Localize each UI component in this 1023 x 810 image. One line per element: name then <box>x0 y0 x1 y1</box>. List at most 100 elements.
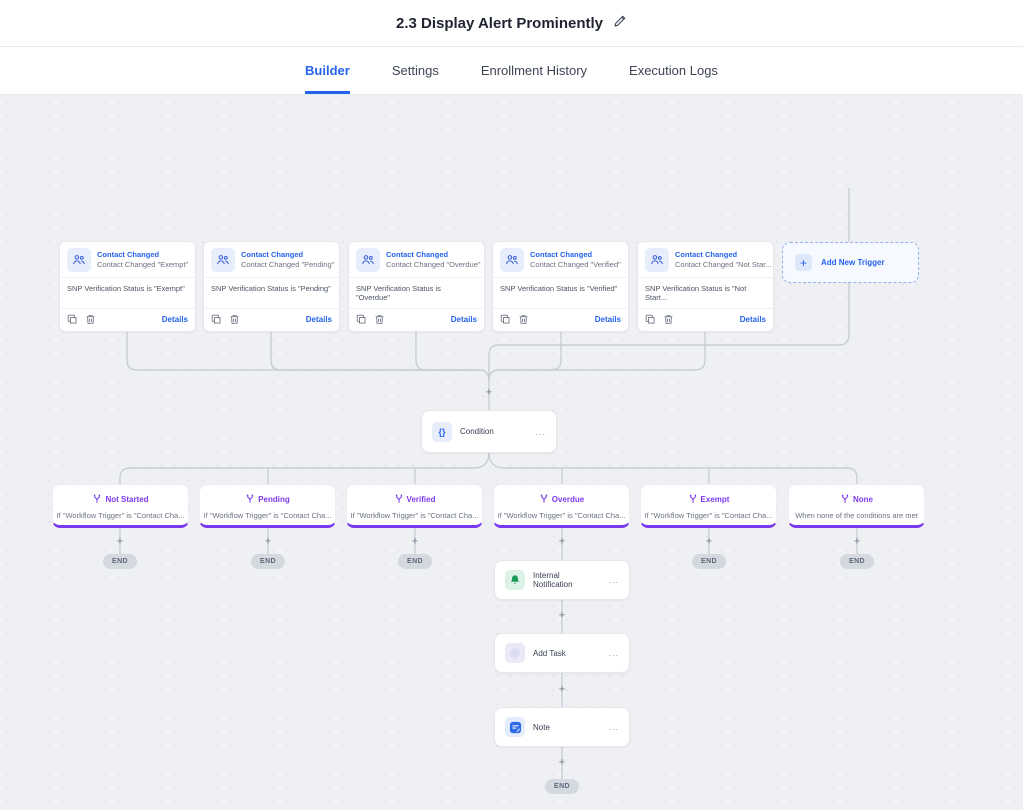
branch-label: Not Started <box>105 495 149 504</box>
trigger-title: Contact Changed <box>97 250 160 260</box>
trigger-footer: Details <box>60 308 195 331</box>
header: 2.3 Display Alert Prominently <box>0 0 1023 47</box>
trigger-subtitle: Contact Changed "Pending" <box>241 260 335 270</box>
tab-enrollment-history[interactable]: Enrollment History <box>480 63 588 78</box>
details-link[interactable]: Details <box>739 315 766 324</box>
trigger-footer: Details <box>349 308 484 331</box>
edit-title-button[interactable] <box>613 14 627 33</box>
trigger-subtitle: Contact Changed "Not Star... <box>675 260 772 270</box>
branch-card-verified[interactable]: Verified If "Workflow Trigger" is "Conta… <box>346 484 483 528</box>
node-menu-ellipsis[interactable]: ... <box>608 722 619 732</box>
workflow-canvas[interactable]: Contact Changed Contact Changed "Exempt"… <box>0 95 1023 810</box>
node-menu-ellipsis[interactable]: ... <box>608 648 619 658</box>
insert-action-plus[interactable]: + <box>558 756 566 769</box>
trigger-condition: SNP Verification Status is "Verified" <box>500 284 618 293</box>
trigger-condition: SNP Verification Status is "Not Start... <box>645 284 747 302</box>
insert-action-plus[interactable]: + <box>558 609 566 622</box>
braces-icon: {} <box>432 421 452 442</box>
branch-description: If "Workflow Trigger" is "Contact Cha... <box>56 510 185 520</box>
end-pill: END <box>251 554 285 569</box>
copy-icon[interactable] <box>645 314 656 325</box>
trigger-condition: SNP Verification Status is "Overdue" <box>356 284 441 302</box>
branch-label: Exempt <box>700 495 730 504</box>
copy-icon[interactable] <box>356 314 367 325</box>
branch-icon <box>245 491 255 509</box>
branch-icon <box>394 491 404 509</box>
details-link[interactable]: Details <box>450 315 477 324</box>
trash-icon[interactable] <box>229 314 240 325</box>
trigger-head: Contact Changed Contact Changed "Overdue… <box>349 242 484 278</box>
contacts-icon <box>356 248 380 272</box>
details-link[interactable]: Details <box>161 315 188 324</box>
tab-execution-logs[interactable]: Execution Logs <box>629 63 718 78</box>
branch-card-none[interactable]: None When none of the conditions are met <box>788 484 925 528</box>
condition-label: Condition <box>460 427 494 436</box>
details-link[interactable]: Details <box>594 315 621 324</box>
end-pill: END <box>398 554 432 569</box>
copy-icon[interactable] <box>500 314 511 325</box>
action-label: Note <box>533 722 550 732</box>
trigger-head: Contact Changed Contact Changed "Pending… <box>204 242 339 278</box>
add-new-trigger-button[interactable]: + Add New Trigger <box>782 242 919 283</box>
branch-card-exempt[interactable]: Exempt If "Workflow Trigger" is "Contact… <box>640 484 777 528</box>
end-pill: END <box>545 779 579 794</box>
trash-icon[interactable] <box>518 314 529 325</box>
branch-card-overdue[interactable]: Overdue If "Workflow Trigger" is "Contac… <box>493 484 630 528</box>
contacts-icon <box>500 248 524 272</box>
trigger-card-verified[interactable]: Contact Changed Contact Changed "Verifie… <box>492 241 629 332</box>
action-node-internal-notification[interactable]: Internal Notification ... <box>494 560 630 600</box>
trash-icon[interactable] <box>663 314 674 325</box>
insert-action-plus[interactable]: + <box>853 535 861 548</box>
insert-action-plus[interactable]: + <box>116 535 124 548</box>
details-link[interactable]: Details <box>305 315 332 324</box>
trigger-footer: Details <box>204 308 339 331</box>
trash-icon[interactable] <box>85 314 96 325</box>
trigger-card-overdue[interactable]: Contact Changed Contact Changed "Overdue… <box>348 241 485 332</box>
trigger-head: Contact Changed Contact Changed "Exempt" <box>60 242 195 278</box>
trigger-subtitle: Contact Changed "Exempt" <box>97 260 189 270</box>
action-node-add-task[interactable]: Add Task ... <box>494 633 630 673</box>
contacts-icon <box>645 248 669 272</box>
plus-icon: + <box>795 254 812 271</box>
trigger-subtitle: Contact Changed "Verified" <box>530 260 621 270</box>
end-pill: END <box>692 554 726 569</box>
branch-card-not-started[interactable]: Not Started If "Workflow Trigger" is "Co… <box>52 484 189 528</box>
trigger-condition: SNP Verification Status is "Exempt" <box>67 284 185 293</box>
add-trigger-label: Add New Trigger <box>821 258 885 267</box>
branch-description: If "Workflow Trigger" is "Contact Cha... <box>203 510 332 520</box>
branch-description: When none of the conditions are met <box>795 510 918 520</box>
condition-node[interactable]: {} Condition ... <box>421 410 557 453</box>
action-label: Internal Notification <box>533 571 573 589</box>
trigger-title: Contact Changed <box>530 250 593 260</box>
insert-action-plus[interactable]: + <box>485 386 493 399</box>
end-pill: END <box>840 554 874 569</box>
copy-icon[interactable] <box>211 314 222 325</box>
branch-card-pending[interactable]: Pending If "Workflow Trigger" is "Contac… <box>199 484 336 528</box>
trigger-card-exempt[interactable]: Contact Changed Contact Changed "Exempt"… <box>59 241 196 332</box>
branch-description: If "Workflow Trigger" is "Contact Cha... <box>497 510 626 520</box>
tab-builder[interactable]: Builder <box>305 47 350 94</box>
action-node-note[interactable]: Note ... <box>494 707 630 747</box>
trigger-title: Contact Changed <box>386 250 449 260</box>
tab-bar: Builder Settings Enrollment History Exec… <box>0 47 1023 95</box>
insert-action-plus[interactable]: + <box>558 535 566 548</box>
trigger-footer: Details <box>638 308 773 331</box>
branch-label: None <box>853 495 873 504</box>
trash-icon[interactable] <box>374 314 385 325</box>
insert-action-plus[interactable]: + <box>705 535 713 548</box>
node-menu-ellipsis[interactable]: ... <box>535 426 546 437</box>
branch-icon <box>840 491 850 509</box>
note-icon <box>505 717 525 737</box>
copy-icon[interactable] <box>67 314 78 325</box>
insert-action-plus[interactable]: + <box>558 683 566 696</box>
trigger-card-pending[interactable]: Contact Changed Contact Changed "Pending… <box>203 241 340 332</box>
tab-settings[interactable]: Settings <box>391 63 439 78</box>
trigger-card-not-started[interactable]: Contact Changed Contact Changed "Not Sta… <box>637 241 774 332</box>
insert-action-plus[interactable]: + <box>411 535 419 548</box>
trigger-title: Contact Changed <box>675 250 738 260</box>
insert-action-plus[interactable]: + <box>264 535 272 548</box>
trigger-subtitle: Contact Changed "Overdue" <box>386 260 481 270</box>
branch-icon <box>539 491 549 509</box>
trigger-condition: SNP Verification Status is "Pending" <box>211 284 331 293</box>
node-menu-ellipsis[interactable]: ... <box>608 575 619 585</box>
